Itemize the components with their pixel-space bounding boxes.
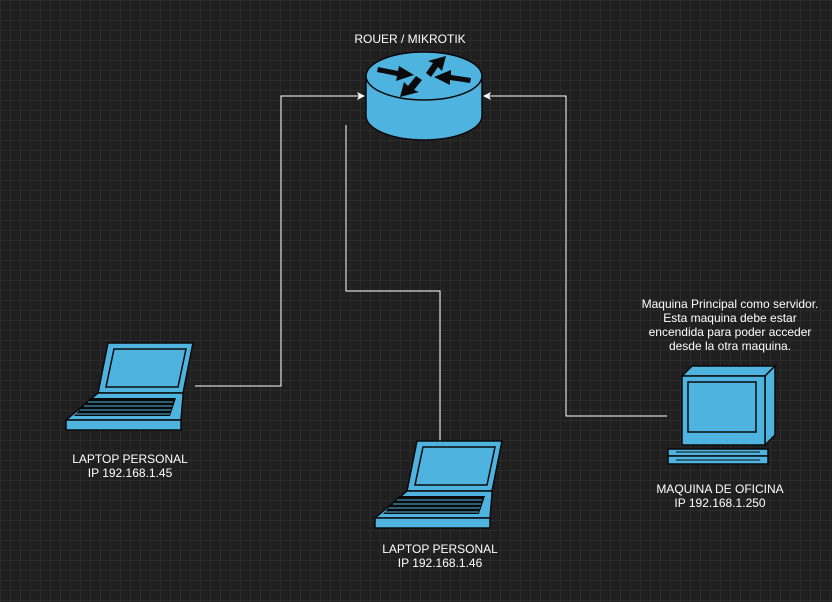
laptop-2-ip: IP 192.168.1.46 xyxy=(397,556,483,570)
laptop-2-name: LAPTOP PERSONAL xyxy=(382,542,498,556)
laptop-personal-1-label: LAPTOP PERSONAL IP 192.168.1.45 xyxy=(40,452,220,480)
office-note: Maquina Principal como servidor. Esta ma… xyxy=(630,297,830,353)
office-ip: IP 192.168.1.250 xyxy=(674,496,766,510)
router-label: ROUER / MIKROTIK xyxy=(320,32,500,46)
office-computer-icon[interactable] xyxy=(667,364,777,465)
connector-laptop2-router xyxy=(345,125,441,441)
office-note-line: Maquina Principal como servidor. xyxy=(641,297,819,311)
office-computer-label: MAQUINA DE OFICINA IP 192.168.1.250 xyxy=(630,482,810,510)
laptop-personal-2-icon[interactable] xyxy=(372,440,503,529)
router-icon[interactable] xyxy=(365,51,483,141)
laptop-personal-2-label: LAPTOP PERSONAL IP 192.168.1.46 xyxy=(350,542,530,570)
office-note-line: desde la otra maquina. xyxy=(668,339,792,353)
connector-laptop1-router xyxy=(195,92,365,387)
laptop-personal-1-icon[interactable] xyxy=(63,342,194,431)
connector-office-router xyxy=(483,92,667,417)
office-note-line: encendida para poder acceder xyxy=(648,325,812,339)
laptop-1-name: LAPTOP PERSONAL xyxy=(72,452,188,466)
office-name: MAQUINA DE OFICINA xyxy=(656,482,784,496)
office-note-line: Esta maquina debe estar xyxy=(663,311,797,325)
router-title: ROUER / MIKROTIK xyxy=(354,32,466,46)
laptop-1-ip: IP 192.168.1.45 xyxy=(87,466,173,480)
